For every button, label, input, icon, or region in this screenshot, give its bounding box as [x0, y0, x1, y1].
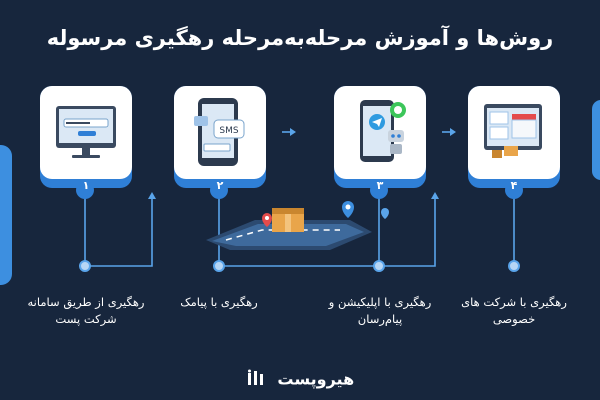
brand-logo-text: هیروپست: [277, 369, 355, 389]
step-card-2: SMS ۲: [174, 86, 266, 192]
step-label-4: رهگیری با شرکت های خصوصی: [461, 295, 567, 326]
step-label-2: رهگیری با پیامک: [180, 295, 258, 309]
step-number-2: ۲: [216, 179, 224, 192]
sms-text: SMS: [219, 126, 238, 136]
step-number-4: ۴: [510, 179, 518, 192]
messenger-app-icon: [360, 100, 406, 162]
brand-logo-icon: [246, 369, 266, 391]
step-label-3: رهگیری با اپلیکیشن و پیام‌رسان: [328, 295, 432, 326]
postal-website-icon: [56, 106, 116, 158]
decorative-right-tab: [592, 100, 600, 180]
brand-logo: هیروپست: [0, 369, 600, 391]
step-label-1: رهگیری از طریق سامانه شرکت پست: [27, 295, 145, 326]
step-number-1: ۱: [82, 179, 90, 192]
step-number-3: ۳: [376, 179, 384, 192]
page-title: روش‌ها و آموزش مرحله‌به‌مرحله رهگیری مرس…: [46, 26, 554, 50]
step-card-4: ۴: [468, 86, 560, 192]
decorative-left-tab: [0, 145, 12, 285]
step-card-3: ۳: [334, 86, 426, 192]
step-card-1: ۱: [40, 86, 132, 192]
private-company-store-icon: [484, 104, 542, 158]
sms-phone-icon: SMS: [194, 98, 245, 166]
